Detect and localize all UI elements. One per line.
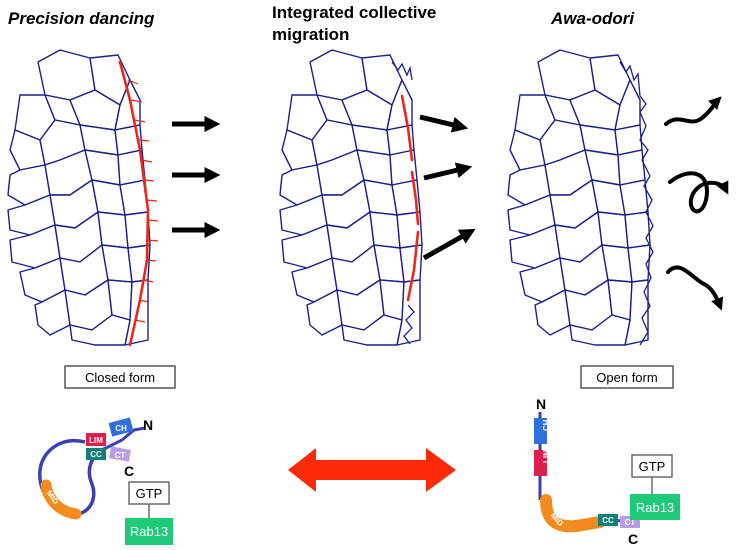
cc-domain [86, 448, 106, 460]
n-terminus: N [536, 396, 546, 412]
arrow-right-icon [422, 228, 476, 261]
svg-text:Closed form: Closed form [85, 370, 155, 385]
svg-text:GTP: GTP [639, 459, 666, 474]
lim-domain [534, 450, 547, 476]
svg-text:CH: CH [115, 424, 127, 433]
svg-text:CC: CC [90, 450, 102, 459]
double-headed-arrow-icon [288, 448, 456, 492]
svg-text:Rab13: Rab13 [130, 524, 168, 539]
cc-domain [598, 514, 618, 526]
arrow-right-icon [423, 162, 473, 181]
svg-text:GTP: GTP [136, 486, 163, 501]
lim-domain [86, 433, 106, 446]
svg-text:Open form: Open form [596, 370, 657, 385]
svg-text:CC: CC [602, 516, 614, 525]
svg-text:CH: CH [542, 419, 551, 431]
n-terminus: N [143, 417, 153, 433]
rab13-box [125, 518, 173, 545]
arrow-right-icon [419, 114, 469, 133]
cell-sheet-precision-dancing [7, 49, 159, 347]
wavy-arrow-icon [666, 265, 724, 311]
c-terminus: C [628, 531, 638, 547]
panel-title-precision-dancing: Precision dancing [8, 9, 155, 28]
panel-title-awa-odori: Awa-odori [550, 9, 635, 28]
svg-text:LIM: LIM [542, 449, 551, 463]
ch-domain [108, 417, 134, 437]
svg-text:LIM: LIM [89, 436, 103, 445]
closed-form-protein: MID LIM CH CC CT N C GTP Rab13 [38, 417, 173, 545]
random-arrows-panel3 [664, 96, 729, 311]
svg-text:Rab13: Rab13 [636, 500, 674, 515]
panel-title-integrated-line2: migration [272, 25, 349, 44]
closed-form-label: Closed form [64, 365, 176, 389]
open-form-label: Open form [580, 365, 674, 389]
open-form-protein: N CH LIM MID CC CT C GTP Rab13 [534, 396, 680, 547]
cell-sheet-integrated [279, 49, 423, 346]
migration-arrows-panel1 [172, 115, 221, 239]
wavy-arrow-icon [664, 96, 722, 126]
wavy-arrow-icon [668, 171, 729, 214]
ch-domain [534, 418, 547, 444]
svg-text:CT: CT [625, 518, 636, 527]
rab13-box [630, 494, 680, 520]
c-terminus: C [124, 463, 134, 479]
ct-domain [109, 446, 131, 462]
actin-spikes [127, 79, 159, 323]
panel-title-integrated-line1: Integrated collective [272, 3, 436, 22]
migration-arrows-panel2 [419, 114, 476, 261]
svg-text:CT: CT [115, 451, 126, 460]
cell-sheet-awa-odori [507, 49, 654, 346]
